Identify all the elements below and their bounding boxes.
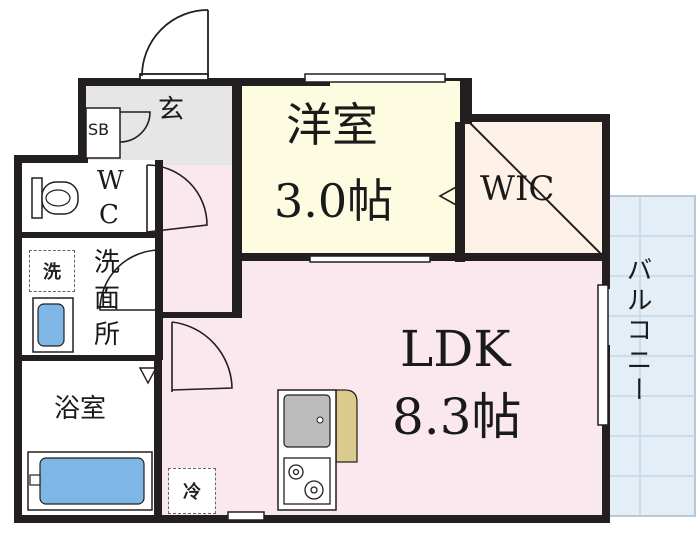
wic-label: WIC [480,169,555,209]
kitchen [277,389,358,511]
wc-label-w: W [97,166,124,196]
western-room-name: 洋室 [286,98,378,152]
ldk-size: 8.3帖 [392,388,522,446]
entrance-label: 玄 [158,95,185,125]
sink-icon [283,394,331,448]
fridge-label: 冷 [183,482,201,503]
washroom-char-2: 面 [94,284,121,314]
door-swing-icon [139,9,209,81]
shoe-box-label: SB [88,120,110,139]
washer-place-label: 洗 [43,262,61,283]
fridge-place: 冷 [168,468,216,514]
washroom-char-1: 洗 [94,248,121,278]
toilet-icon [31,177,79,219]
washroom-char-3: 所 [94,320,121,350]
western-room-size: 3.0帖 [274,174,394,228]
bathtub-icon [27,367,158,511]
balcony-label: バルコニー [622,256,652,406]
ldk-name: LDK [400,320,511,378]
wc-label-c: C [99,200,119,230]
balcony [604,195,696,517]
bathroom-label: 浴室 [54,394,107,424]
stove-icon [283,457,331,505]
washbasin-icon [32,297,74,353]
washer-place: 洗 [29,250,75,292]
